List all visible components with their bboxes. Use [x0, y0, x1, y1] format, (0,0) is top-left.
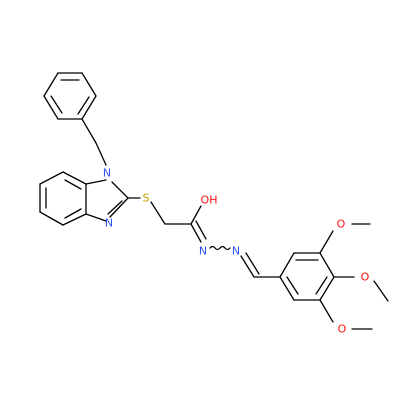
bond	[245, 252, 260, 275]
bond	[279, 252, 295, 278]
bond	[107, 200, 123, 215]
bonds	[39, 72, 389, 330]
bond	[319, 252, 335, 278]
atom-labels: N N S OH N N O O O	[103, 167, 370, 336]
bond	[64, 179, 82, 190]
bond	[64, 208, 82, 219]
bond	[81, 72, 97, 97]
bond	[279, 276, 295, 301]
bond	[315, 276, 328, 295]
bond	[190, 205, 202, 225]
atom-n1: N	[103, 167, 111, 180]
bond	[62, 213, 87, 226]
atom-o-methoxy-bot: O	[338, 323, 347, 336]
bond	[150, 201, 166, 225]
bond	[109, 197, 129, 218]
bond	[81, 95, 97, 120]
bond	[50, 95, 63, 114]
wavy-bond	[209, 245, 231, 251]
bond	[39, 211, 64, 226]
atom-n3: N	[105, 217, 113, 230]
bond	[43, 72, 59, 97]
bond	[319, 230, 334, 254]
atom-n-imine: N	[232, 245, 240, 258]
atom-oh: OH	[201, 194, 218, 207]
atom-s: S	[143, 192, 150, 205]
bond	[286, 276, 299, 295]
bond	[373, 280, 389, 302]
atom-n-amide: N	[199, 245, 207, 258]
atom-o-methoxy-top: O	[337, 218, 346, 231]
bond	[195, 220, 207, 240]
bond	[319, 299, 334, 323]
bond	[240, 255, 255, 278]
bond	[85, 179, 107, 185]
bond	[111, 181, 129, 199]
bond	[77, 96, 90, 115]
atom-o-methoxy-mid: O	[361, 271, 370, 284]
bond	[43, 95, 59, 120]
bond	[319, 276, 335, 301]
bond	[39, 171, 64, 185]
bond	[62, 171, 87, 185]
bond	[81, 118, 97, 144]
bond	[190, 223, 202, 243]
bond	[95, 142, 107, 166]
bond	[85, 213, 107, 222]
